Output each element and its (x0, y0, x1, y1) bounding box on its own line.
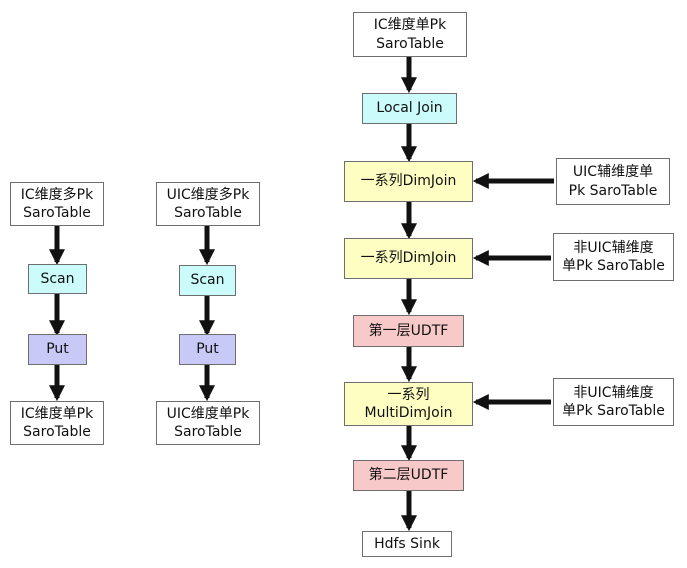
node-l1-target: IC维度单Pk SaroTable (10, 401, 104, 445)
node-l1-source: IC维度多Pk SaroTable (10, 182, 104, 226)
node-s-uic-aux: UIC辅维度单 Pk SaroTable (556, 158, 670, 205)
node-r-local-join: Local Join (362, 93, 457, 124)
node-s-non-uic-aux-2: 非UIC辅维度 单Pk SaroTable (553, 378, 674, 426)
node-r-udtf-2: 第二层UDTF (353, 460, 464, 491)
node-r-source: IC维度单Pk SaroTable (353, 12, 467, 57)
node-r-dimjoin-1: 一系列DimJoin (344, 161, 473, 202)
node-r-sink: Hdfs Sink (362, 531, 452, 557)
node-l1-put: Put (28, 334, 87, 365)
node-r-udtf-1: 第一层UDTF (353, 315, 464, 347)
node-l1-scan: Scan (28, 264, 87, 294)
node-l2-put: Put (179, 334, 236, 365)
node-l2-target: UIC维度单Pk SaroTable (156, 401, 260, 445)
node-s-non-uic-aux-1: 非UIC辅维度 单Pk SaroTable (553, 233, 674, 281)
node-l2-source: UIC维度多Pk SaroTable (156, 182, 260, 226)
node-r-multidimjoin: 一系列 MultiDimJoin (344, 382, 473, 426)
node-r-dimjoin-2: 一系列DimJoin (344, 238, 473, 279)
node-l2-scan: Scan (179, 265, 236, 296)
